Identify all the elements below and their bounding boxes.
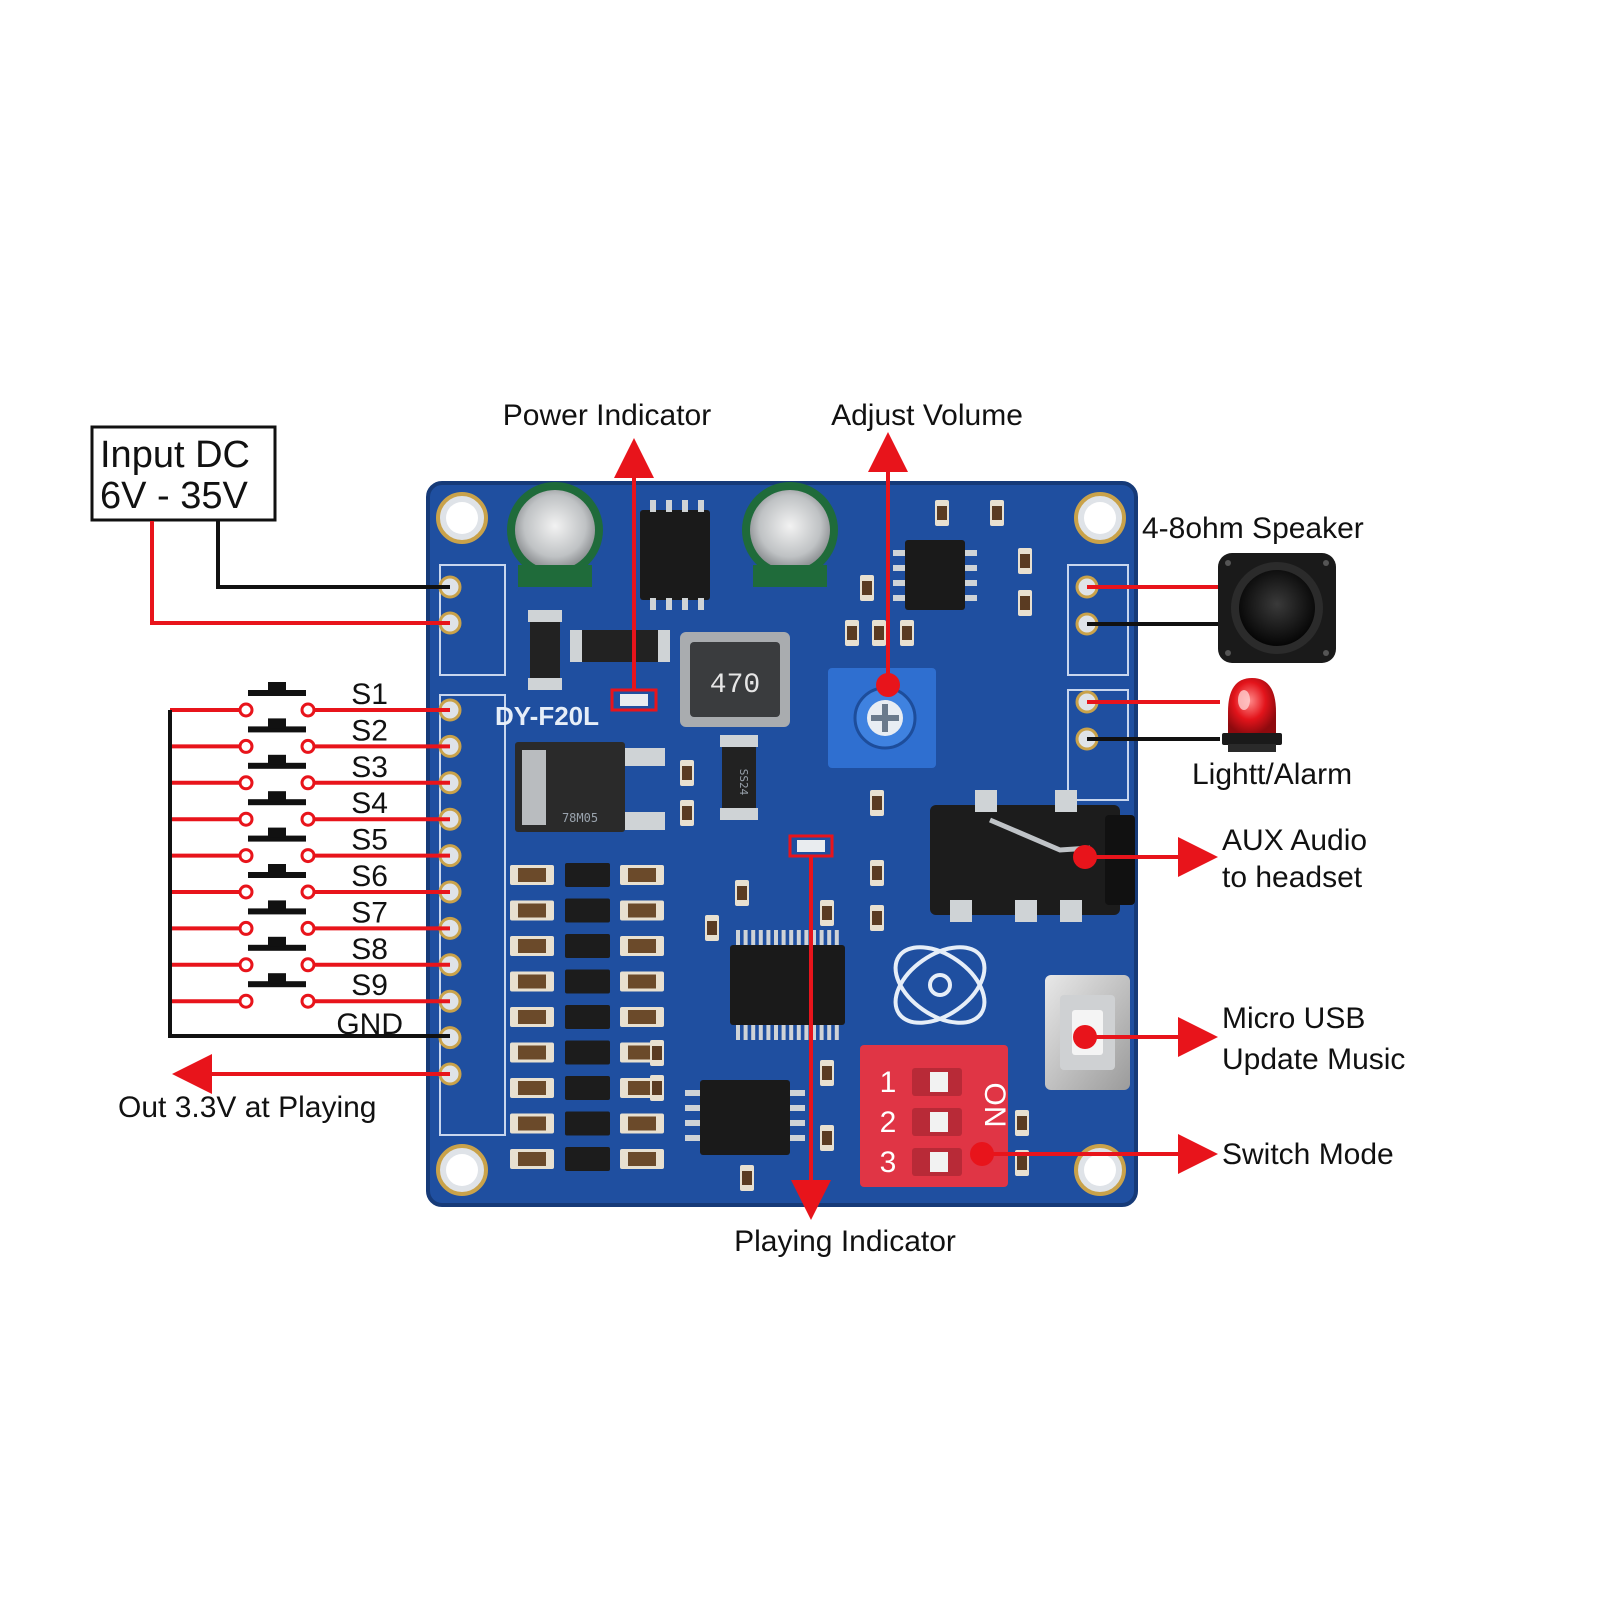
input-dc-wires [150,521,450,625]
converter-chip [640,500,710,610]
usb-label-line2: Update Music [1222,1043,1405,1076]
switch-mode-label: Switch Mode [1222,1138,1394,1171]
speaker-label: 4-8ohm Speaker [1142,512,1364,545]
inductor: 470 [680,632,790,727]
regulator-code: 78M05 [562,811,598,825]
inductor-code: 470 [710,670,760,701]
push-switch-3: S3 [170,751,450,791]
power-indicator-label: Power Indicator [503,399,711,432]
dip-number-3: 3 [880,1146,897,1179]
amplifier-chip [893,540,977,610]
push-switch-4: S4 [170,787,450,827]
push-switch-7: S7 [170,896,450,936]
diode-code: SS24 [737,769,750,796]
alarm-light-icon [1222,678,1282,752]
voltage-regulator: 78M05 [515,742,665,832]
switch-label-9: S9 [351,969,388,1002]
push-switch-2: S2 [170,714,450,754]
push-switch-5: S5 [170,824,450,864]
dip-on-label: ON [978,1083,1011,1128]
gnd-wiring: GND [168,710,450,1041]
out-playing-wiring: Out 3.3V at Playing [118,1054,450,1124]
light-alarm-callout: Lightt/Alarm [1087,678,1352,791]
dip-number-2: 2 [880,1106,897,1139]
capacitor-right [742,482,838,587]
manufacturer-logo [893,945,987,1025]
speaker-callout: 4-8ohm Speaker [1087,512,1364,663]
switch-label-1: S1 [351,678,388,711]
flash-chip [685,1080,805,1155]
gnd-label: GND [336,1008,403,1041]
diode-ss34-vertical [528,610,562,690]
switch-label-2: S2 [351,714,388,747]
power-indicator-callout: Power Indicator [503,399,711,690]
smd-component-rows [510,500,1032,1191]
input-dc-line2: 6V - 35V [100,475,249,517]
decoder-chip [730,930,845,1040]
usb-label-line1: Micro USB [1222,1002,1365,1035]
out-playing-label: Out 3.3V at Playing [118,1091,377,1124]
adjust-volume-callout: Adjust Volume [831,399,1023,697]
push-switch-6: S6 [170,860,450,900]
light-alarm-label: Lightt/Alarm [1192,758,1352,791]
aux-audio-jack [930,790,1135,922]
input-dc-box: Input DC 6V - 35V [90,425,277,522]
switch-label-3: S3 [351,751,388,784]
playing-indicator-callout: Playing Indicator [734,856,956,1258]
push-switch-1: S1 [170,678,450,718]
usb-callout: Micro USB Update Music [1073,1002,1405,1076]
aux-label-line1: AUX Audio [1222,824,1367,857]
switch-label-7: S7 [351,896,388,929]
diode-ss34-horizontal [570,630,670,662]
adjust-volume-label: Adjust Volume [831,399,1023,432]
aux-label-line2: to headset [1222,861,1363,894]
pcb-board: 470 78M05 SS24 DY-F20L [426,481,1138,1207]
switch-label-4: S4 [351,787,388,820]
dip-number-1: 1 [880,1066,897,1099]
switch-label-6: S6 [351,860,388,893]
capacitor-left [507,482,603,587]
dip-switch: 1 2 3 ON [860,1045,1011,1187]
speaker-icon [1218,553,1336,663]
switch-label-8: S8 [351,933,388,966]
switch-label-5: S5 [351,824,388,857]
input-dc-line1: Input DC [100,434,250,476]
mounting-holes [436,492,1126,1196]
aux-callout: AUX Audio to headset [1073,824,1367,894]
board-model-label: DY-F20L [495,701,599,731]
volume-potentiometer [828,668,936,768]
playing-indicator-label: Playing Indicator [734,1225,956,1258]
diode-ss24: SS24 [720,735,758,820]
push-switch-8: S8 [170,933,450,973]
push-switch-9: S9 [170,969,450,1009]
switch-mode-callout: Switch Mode [970,1134,1394,1174]
